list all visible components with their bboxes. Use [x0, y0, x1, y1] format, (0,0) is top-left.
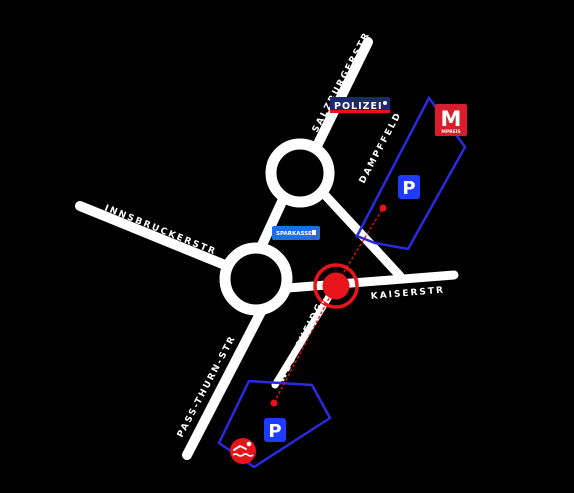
mpreis-name: MPREIS	[441, 129, 460, 135]
roundabout-south	[219, 242, 293, 316]
sparkasse-logo-icon	[312, 230, 316, 235]
mpreis-letter: M	[441, 107, 462, 131]
road-salzburgerstr	[310, 37, 373, 155]
route-dot-north	[379, 204, 387, 212]
parking-north-label: P	[402, 178, 415, 199]
road-pass-thurn-str	[182, 305, 267, 460]
swimmer-icon	[230, 438, 256, 464]
parking-area-north	[355, 95, 467, 251]
sparkasse-badge: SPARKASSE	[272, 226, 320, 240]
polizei-emblem-icon	[383, 101, 387, 105]
polizei-badge: POLIZEI	[330, 97, 390, 113]
parking-badge-north[interactable]: P	[398, 175, 420, 199]
roundabout-north	[265, 138, 335, 208]
location-marker[interactable]	[313, 263, 359, 309]
mpreis-logo: M MPREIS	[435, 104, 467, 136]
parking-south-label: P	[268, 421, 281, 442]
road-dampffeld	[320, 190, 405, 281]
road-wegscheidgasse	[271, 286, 337, 389]
road-network	[75, 37, 459, 460]
polizei-label: POLIZEI	[334, 101, 383, 112]
route-line-north	[335, 207, 384, 286]
sparkasse-label: SPARKASSE	[276, 231, 312, 237]
road-connector	[257, 190, 290, 250]
road-innsbruckerstr	[75, 201, 230, 270]
route-dot-south	[270, 399, 278, 407]
parking-badge-south[interactable]: P	[264, 418, 286, 442]
parking-area-south	[217, 379, 332, 469]
